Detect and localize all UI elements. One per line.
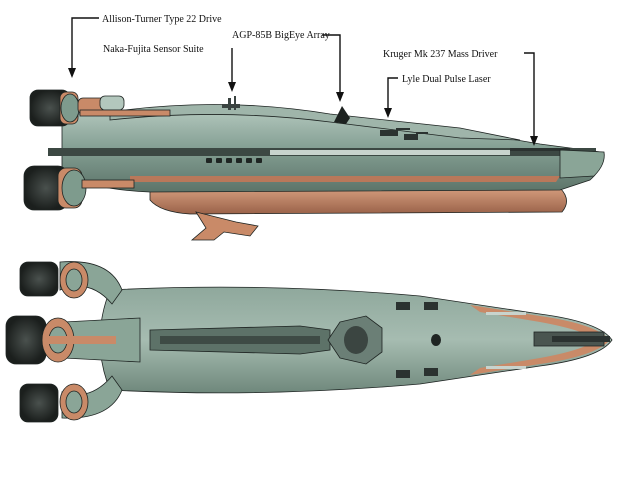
side-engine-upper [29, 89, 171, 127]
side-keel [149, 185, 567, 215]
callout-driver: Kruger Mk 237 Mass Driver [383, 49, 538, 146]
top-engine-upper [19, 261, 123, 305]
ship-top-view [5, 261, 613, 423]
side-sensor-mast [222, 96, 240, 110]
top-stripe-right [486, 366, 526, 369]
callout-sensor: Naka-Fujita Sensor Suite [103, 44, 236, 92]
side-copper-strip [130, 176, 560, 182]
side-portholes [206, 158, 262, 163]
side-bigeye-array [334, 106, 350, 124]
side-engine-lower [23, 165, 135, 211]
top-hex-lens [344, 326, 368, 354]
callout-driver-label: Kruger Mk 237 Mass Driver [383, 49, 498, 60]
callout-sensor-label: Naka-Fujita Sensor Suite [103, 44, 204, 55]
side-hull-band-light [270, 150, 510, 155]
top-mass-driver-barrel [552, 336, 610, 342]
top-laser-turrets [396, 302, 438, 378]
side-landing-strut [190, 211, 259, 241]
ship-side-view [23, 89, 605, 241]
callout-laser: Lyle Dual Pulse Laser [384, 74, 491, 118]
callout-array-label: AGP-85B BigEye Array [232, 30, 330, 41]
callout-laser-label: Lyle Dual Pulse Laser [402, 74, 491, 85]
callout-array: AGP-85B BigEye Array [232, 30, 344, 102]
top-engine-lower [19, 375, 123, 423]
callout-drive: Allison-Turner Type 22 Drive [68, 14, 222, 78]
top-dome [431, 334, 441, 346]
side-bow [559, 149, 605, 179]
top-spine-channel [160, 336, 320, 344]
top-engine-middle [5, 315, 141, 365]
side-mass-driver [510, 148, 570, 151]
side-dorsal-ridge [109, 104, 521, 141]
side-laser-turret [380, 128, 428, 140]
top-copper-trim [470, 305, 610, 375]
callout-drive-label: Allison-Turner Type 22 Drive [102, 14, 222, 25]
top-stripe-left [486, 312, 526, 315]
